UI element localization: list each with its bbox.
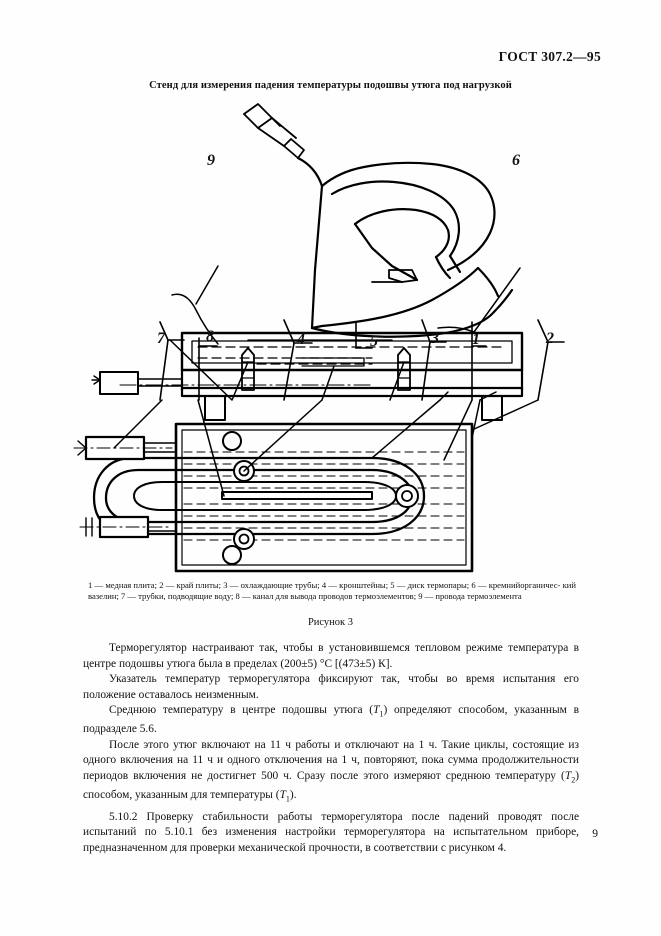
paragraph-3-part-b: ) определяют способом, указанным в подра… — [83, 704, 580, 736]
paragraph-4: После этого утюг включают на 11 ч работы… — [83, 738, 579, 807]
temperature-symbol-t2: T — [564, 770, 572, 783]
test-bench-plan-view — [73, 399, 539, 573]
paragraph-2: Указатель температур терморегулятора фик… — [83, 673, 579, 701]
callout-4: 4 — [297, 331, 305, 348]
standard-header: ГОСТ 307.2—95 — [498, 49, 601, 64]
paragraph-4-part-b: ) способом, указанным для температуры ( — [83, 770, 579, 801]
iron-body-outline — [243, 103, 514, 338]
figure-number: Рисунок 3 — [307, 617, 354, 628]
temperature-subscript-2: 2 — [571, 775, 576, 785]
callout-8: 8 — [206, 328, 214, 345]
paragraph-1: Терморегулятор настраивают так, чтобы в … — [83, 642, 579, 670]
callout-5: 5 — [370, 333, 378, 350]
callout-7: 7 — [157, 330, 165, 347]
paragraph-4-part-a: После этого утюг включают на 11 ч работы… — [83, 738, 579, 783]
thermocouple-disc-bottom — [222, 545, 242, 565]
paragraph-5-clause-5-10-2: 5.10.2 Проверку стабильности работы терм… — [83, 810, 579, 854]
callout-6: 6 — [512, 152, 520, 169]
temperature-subscript-1-repeat: 1 — [285, 794, 290, 804]
callout-1: 1 — [472, 331, 480, 348]
figure-legend-line-1: 1 — медная плита; 2 — край плиты; 3 — ох… — [88, 580, 561, 590]
callout-2: 2 — [546, 330, 554, 347]
page-number: 9 — [592, 828, 598, 840]
callout-label-row — [159, 319, 565, 401]
callout-3: 3 — [431, 330, 439, 347]
paragraph-3-part-a: Среднюю температуру в центре подошвы утю… — [109, 704, 374, 717]
figure-technical-drawing — [72, 100, 592, 580]
callout-leaders-middle — [169, 339, 497, 401]
temperature-symbol-t1-repeat: T — [279, 788, 286, 801]
body-text: Терморегулятор настраивают так, чтобы в … — [83, 641, 579, 857]
paragraph-4-part-c: ). — [289, 788, 297, 801]
paragraph-3: Среднюю температуру в центре подошвы утю… — [83, 703, 579, 737]
callout-9: 9 — [207, 152, 215, 169]
temperature-subscript-1: 1 — [379, 709, 384, 719]
temperature-symbol-t1: T — [373, 704, 380, 717]
figure-legend-line-2: кий вазелин; 7 — трубки, подводящие воду… — [88, 580, 576, 602]
thermocouple-disc-top — [222, 431, 242, 451]
figure-legend: 1 — медная плита; 2 — край плиты; 3 — ох… — [88, 580, 576, 603]
figure-title: Стенд для измерения падения температуры … — [149, 80, 512, 91]
